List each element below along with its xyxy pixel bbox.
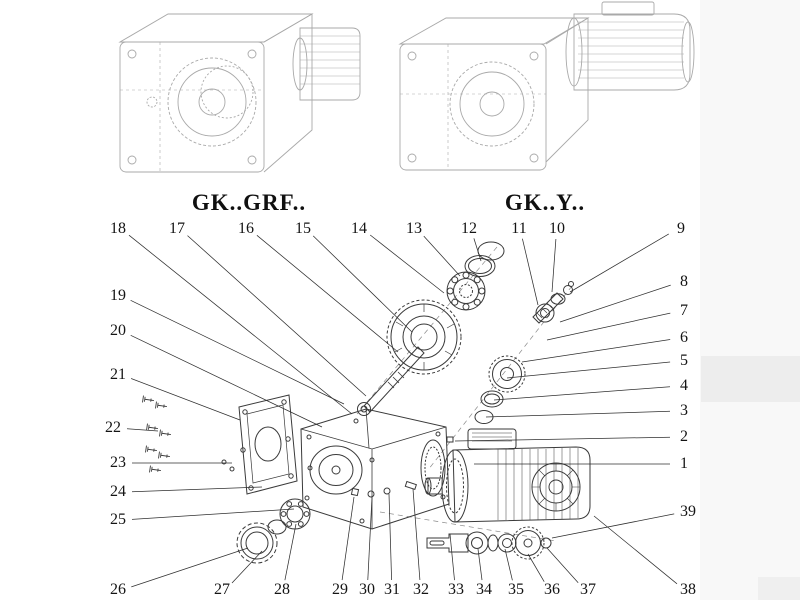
small-fasteners	[350, 436, 454, 498]
callout-12: 12	[461, 220, 477, 237]
exploded-view	[142, 241, 591, 564]
callout-23: 23	[110, 454, 126, 471]
callout-18: 18	[110, 220, 126, 237]
callout-32: 32	[413, 581, 429, 598]
callout-3: 3	[680, 402, 688, 419]
callout-21: 21	[110, 366, 126, 383]
callout-22: 22	[105, 419, 121, 436]
callout-30: 30	[359, 581, 375, 598]
callout-31: 31	[384, 581, 400, 598]
callout-38: 38	[680, 581, 696, 598]
callout-20: 20	[110, 322, 126, 339]
input-gear-assembly	[357, 241, 505, 416]
callout-17: 17	[169, 220, 185, 237]
background-artifact	[758, 577, 800, 600]
callout-25: 25	[110, 511, 126, 528]
callout-16: 16	[238, 220, 254, 237]
callout-24: 24	[110, 483, 126, 500]
mounting-bolts	[142, 395, 171, 473]
callout-11: 11	[511, 220, 527, 237]
callout-8: 8	[680, 273, 688, 290]
callout-34: 34	[476, 581, 492, 598]
callout-14: 14	[351, 220, 367, 237]
callout-36: 36	[544, 581, 560, 598]
callout-35: 35	[508, 581, 524, 598]
variant-title-grf: GK..GRF..	[191, 190, 307, 215]
callout-10: 10	[549, 220, 565, 237]
leader-lines	[126, 233, 678, 588]
motor-outline	[573, 13, 691, 91]
callout-1: 1	[680, 455, 688, 472]
callout-15: 15	[295, 220, 311, 237]
output-cover-parts	[236, 498, 311, 564]
front-cover-plate	[221, 394, 298, 495]
callout-28: 28	[274, 581, 290, 598]
callout-33: 33	[448, 581, 464, 598]
intermediate-gear-parts	[474, 355, 526, 424]
callout-6: 6	[680, 329, 688, 346]
snap-ring	[477, 241, 505, 261]
gearbox-drawing-y	[398, 1, 695, 171]
gearbox-drawing-grf	[118, 13, 361, 173]
callout-13: 13	[406, 220, 422, 237]
callout-27: 27	[214, 581, 230, 598]
callout-37: 37	[580, 581, 596, 598]
gear-housing	[300, 408, 450, 530]
output-shaft-assembly	[426, 526, 552, 560]
electric-motor	[424, 428, 591, 523]
callout-39: 39	[680, 503, 696, 520]
variant-title-y: GK..Y..	[504, 190, 586, 215]
background-artifact	[701, 356, 800, 402]
pinion-shaft-assembly	[532, 281, 574, 324]
callout-5: 5	[680, 352, 688, 369]
callout-7: 7	[680, 302, 688, 319]
callout-19: 19	[110, 287, 126, 304]
callout-9: 9	[677, 220, 685, 237]
callout-26: 26	[110, 581, 126, 598]
background-artifact	[700, 0, 800, 600]
callout-2: 2	[680, 428, 688, 445]
callout-4: 4	[680, 377, 688, 394]
callout-29: 29	[332, 581, 348, 598]
